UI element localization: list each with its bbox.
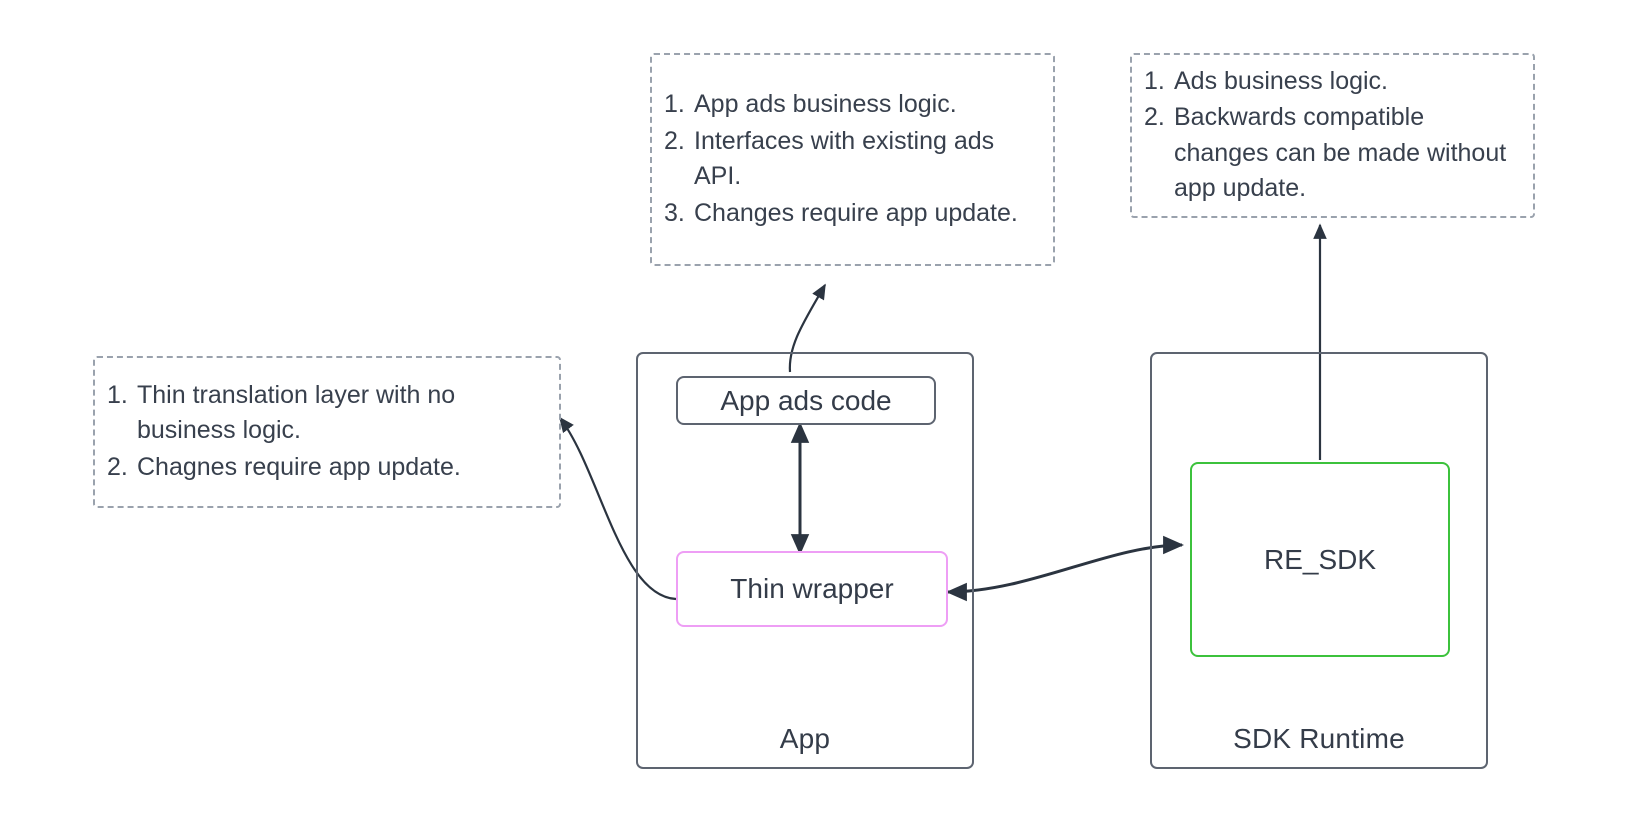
node-thin-wrapper[interactable]: Thin wrapper [676, 551, 948, 627]
node-re-sdk-label: RE_SDK [1263, 543, 1377, 575]
note-app-ads-code: App ads business logic. Interfaces with … [650, 53, 1055, 266]
note-thin-wrapper: Thin translation layer with no business … [93, 356, 561, 508]
note-item: Thin translation layer with no business … [107, 378, 456, 445]
container-sdk-runtime-label: SDK Runtime [1233, 723, 1405, 754]
node-thin-wrapper-label: Thin wrapper [730, 573, 894, 604]
container-sdk-runtime[interactable]: SDK Runtime [1150, 352, 1488, 769]
node-app-ads-code[interactable]: App ads code [676, 376, 936, 425]
note-item: App ads business logic. [664, 87, 957, 122]
note-app-ads-code-list: App ads business logic. Interfaces with … [664, 87, 1039, 232]
note-re-sdk: Ads business logic. Backwards compatible… [1130, 53, 1535, 218]
note-item: Ads business logic. [1144, 64, 1389, 99]
node-app-ads-code-label: App ads code [720, 384, 892, 416]
edge-thin-wrapper-re-sdk [945, 535, 1185, 602]
note-item: Backwards compatible changes can be made… [1144, 100, 1507, 202]
node-re-sdk[interactable]: RE_SDK [1190, 462, 1450, 657]
container-app[interactable]: App [636, 352, 974, 769]
note-re-sdk-list: Ads business logic. Backwards compatible… [1144, 64, 1519, 208]
note-item: Chagnes require app update. [107, 450, 461, 485]
note-item: Changes require app update. [664, 196, 1018, 231]
note-thin-wrapper-list: Thin translation layer with no business … [107, 378, 545, 487]
container-app-label: App [779, 723, 831, 754]
note-item: Interfaces with existing ads API. [664, 124, 995, 191]
